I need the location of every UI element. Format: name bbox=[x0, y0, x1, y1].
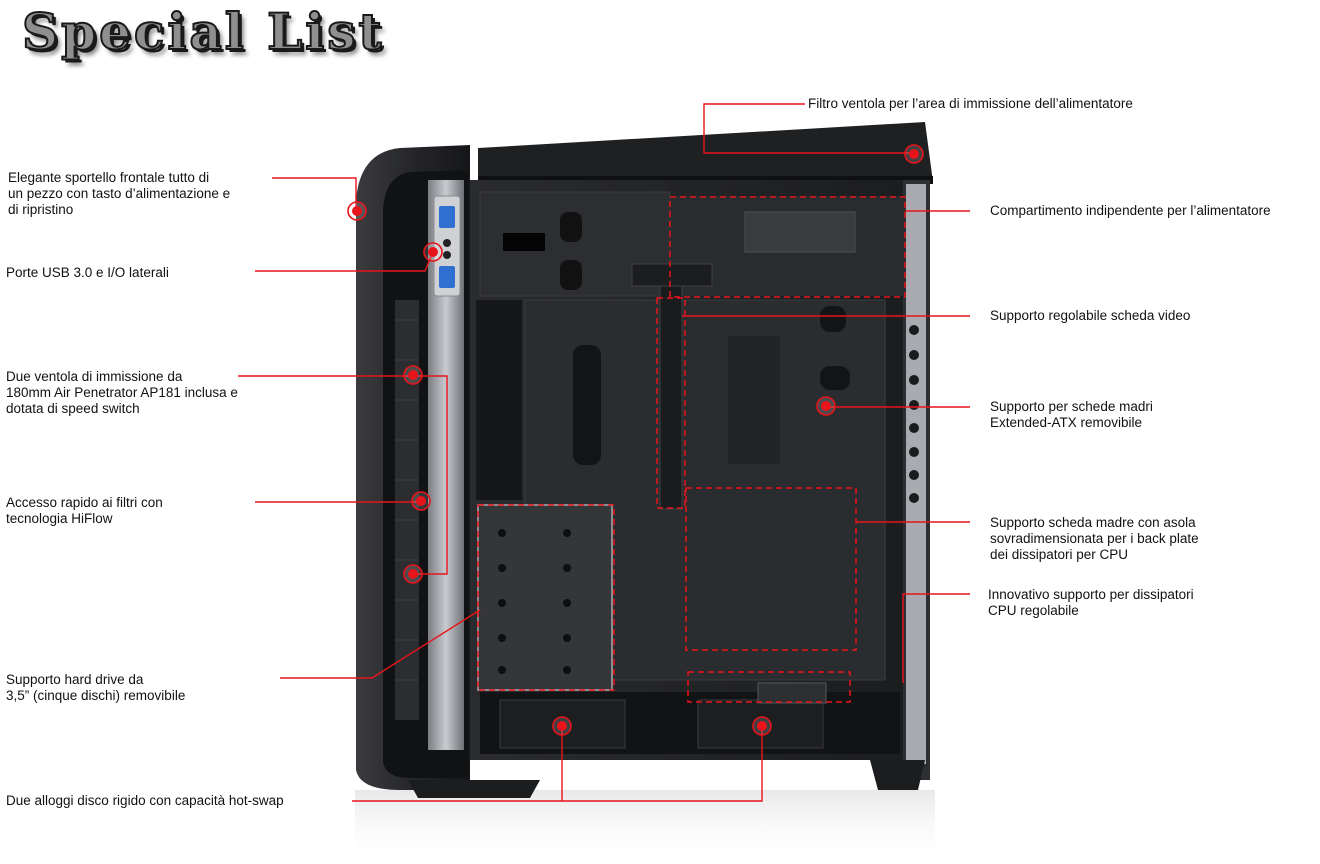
tray-cutout-2 bbox=[728, 336, 780, 464]
marker-dot-motherboard-tray-0 bbox=[821, 401, 831, 411]
dashed-cpu-cutout-box bbox=[685, 487, 857, 651]
marker-dot-hotswap-bays-1 bbox=[757, 721, 767, 731]
callout-label-cpu-cutout: Supporto scheda madre con asola sovradim… bbox=[990, 515, 1199, 562]
callout-label-hotswap-bays: Due alloggi disco rigido con capacità ho… bbox=[6, 793, 284, 808]
callout-label-psu-compartment: Compartimento indipendente per l’aliment… bbox=[990, 203, 1271, 218]
callout-label-front-door: Elegante sportello frontale tutto di un … bbox=[8, 170, 231, 217]
dashed-cpu-cooler-box bbox=[687, 671, 851, 703]
leader-line-hotswap-bays bbox=[352, 726, 763, 802]
callout-label-cpu-cooler-support: Innovativo supporto per dissipatori CPU … bbox=[988, 587, 1194, 618]
tray-cutout-3 bbox=[820, 306, 846, 332]
marker-dot-hiflow-filters-0 bbox=[416, 496, 426, 506]
dashed-highlights bbox=[477, 196, 906, 703]
callout-label-usb-io: Porte USB 3.0 e I/O laterali bbox=[6, 265, 169, 280]
audio-jack-2 bbox=[443, 251, 451, 259]
drive-clip-2 bbox=[560, 260, 582, 290]
leader-line-usb-io bbox=[255, 251, 434, 272]
front-mesh bbox=[395, 300, 419, 720]
floor-reflection bbox=[355, 790, 935, 864]
top-cover bbox=[478, 122, 933, 182]
callout-label-gpu-support: Supporto regolabile scheda video bbox=[990, 308, 1191, 323]
usb-port-2 bbox=[439, 266, 455, 288]
gpu-support-clamp bbox=[631, 263, 713, 287]
callout-markers bbox=[347, 144, 924, 736]
leader-line-cpu-cooler-support bbox=[902, 593, 970, 683]
callout-label-psu-fan-filter: Filtro ventola per l’area di immissione … bbox=[808, 96, 1133, 111]
marker-dot-front-door-0 bbox=[352, 206, 362, 216]
leader-line-hdd-cage bbox=[280, 609, 481, 679]
switch-panel bbox=[757, 682, 827, 704]
audio-jack bbox=[443, 239, 451, 247]
marker-dot-intake-fans-1 bbox=[408, 569, 418, 579]
callout-lines bbox=[238, 103, 970, 802]
mesh-lines bbox=[395, 319, 419, 681]
tray-cutout-1 bbox=[573, 345, 601, 465]
page-title: Special List bbox=[21, 1, 385, 62]
usb-port-1 bbox=[439, 206, 455, 228]
drive-clip-1 bbox=[560, 212, 582, 242]
marker-dot-psu-fan-filter-0 bbox=[909, 149, 919, 159]
case-foot-front bbox=[408, 780, 540, 798]
hdd-screws bbox=[498, 529, 571, 674]
marker-dot-usb-io-0 bbox=[428, 247, 438, 257]
dashed-psu-compartment-box bbox=[669, 196, 906, 298]
case-foot-rear bbox=[870, 760, 925, 790]
marker-dot-hotswap-bays-0 bbox=[557, 721, 567, 731]
psu-unit bbox=[744, 211, 856, 253]
tray-cutout-4 bbox=[820, 366, 850, 390]
leader-line-intake-fans bbox=[238, 375, 448, 575]
dashed-gpu-support-box bbox=[656, 297, 686, 509]
leader-line-psu-fan-filter bbox=[703, 103, 913, 154]
leader-line-front-door bbox=[272, 177, 357, 210]
callout-label-intake-fans: Due ventola di immissione da 180mm Air P… bbox=[6, 369, 238, 416]
marker-dot-intake-fans-0 bbox=[408, 370, 418, 380]
cable-channel bbox=[476, 300, 522, 500]
gpu-support-bar bbox=[659, 263, 683, 510]
callout-label-motherboard-tray: Supporto per schede madri Extended-ATX r… bbox=[990, 399, 1153, 430]
drive-bay-slot bbox=[503, 233, 545, 251]
callout-label-hiflow-filters: Accesso rapido ai filtri con tecnologia … bbox=[6, 495, 163, 526]
callout-label-hdd-cage: Supporto hard drive da 3,5” (cinque disc… bbox=[6, 672, 186, 703]
